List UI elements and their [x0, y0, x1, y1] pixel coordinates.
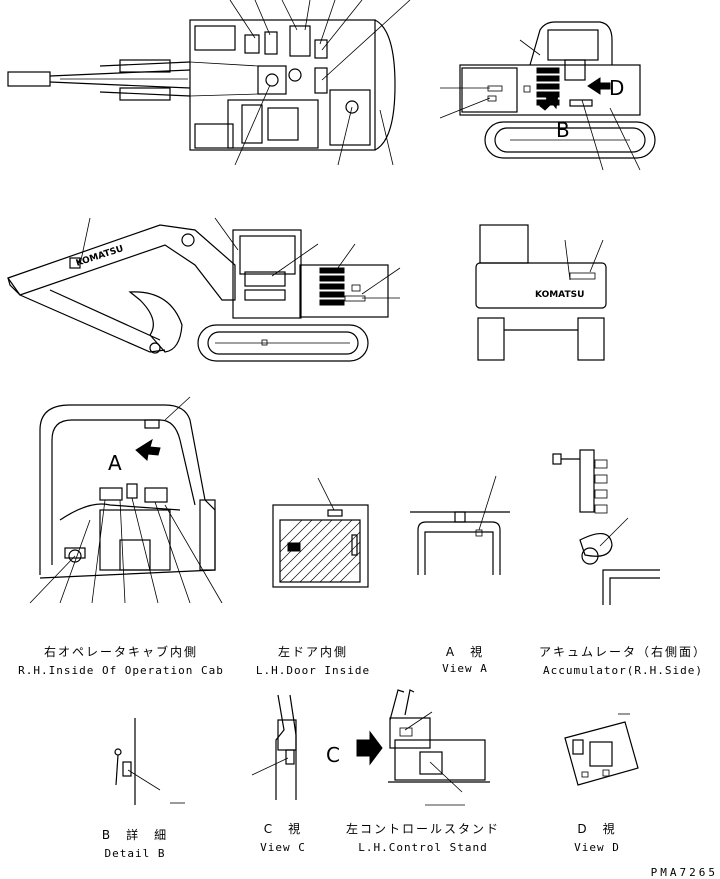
control-stand-drawing: [356, 689, 490, 806]
callout-c: C: [326, 743, 340, 767]
brand-mark-rear: KOMATSU: [535, 290, 584, 300]
caption-view-a-en: View A: [442, 662, 488, 675]
caption-detail-b-jp: B 詳 細: [101, 828, 169, 842]
caption-view-d-en: View D: [574, 841, 620, 854]
side-view-machine: [7, 217, 401, 362]
rear-view-machine: [475, 224, 607, 361]
brand-mark-boom: KOMATSU: [75, 244, 125, 269]
caption-lh-control-en: L.H.Control Stand: [358, 841, 488, 854]
callout-a-cab: A: [108, 451, 122, 475]
caption-rh-cab-jp: 右オペレータキャブ内側: [43, 645, 198, 659]
rear-side-view-machine: [439, 21, 656, 171]
accumulator-drawing: [552, 449, 660, 605]
door-inside-drawing: [272, 477, 369, 588]
caption-accumulator-en: Accumulator(R.H.Side): [542, 664, 704, 677]
callout-b-top: B: [556, 118, 570, 142]
view-d-drawing: [564, 713, 639, 786]
caption-lh-door-jp: 左ドア内側: [277, 645, 348, 659]
detail-b-drawing: [114, 718, 185, 805]
caption-lh-door-en: L.H.Door Inside: [255, 664, 371, 677]
caption-view-c-en: View C: [260, 841, 306, 854]
callout-d-top: D: [609, 76, 624, 100]
caption-rh-cab-en: R.H.Inside Of Operation Cab: [18, 664, 224, 677]
caption-detail-b-en: Detail B: [104, 847, 166, 860]
caption-view-a-jp: A 視: [445, 645, 485, 659]
caption-accumulator-jp: アキュムレータ（右側面）: [538, 645, 707, 659]
top-view-machine: [7, 0, 411, 166]
drawing-number: PMA7265: [650, 866, 718, 879]
view-c-drawing: [251, 694, 297, 800]
caption-view-d-jp: D 視: [577, 822, 617, 836]
caption-view-c-jp: C 視: [263, 822, 303, 836]
cab-inside-drawing: [29, 396, 223, 604]
caption-lh-control-jp: 左コントロールスタンド: [345, 822, 500, 836]
view-a-drawing: [410, 475, 510, 575]
